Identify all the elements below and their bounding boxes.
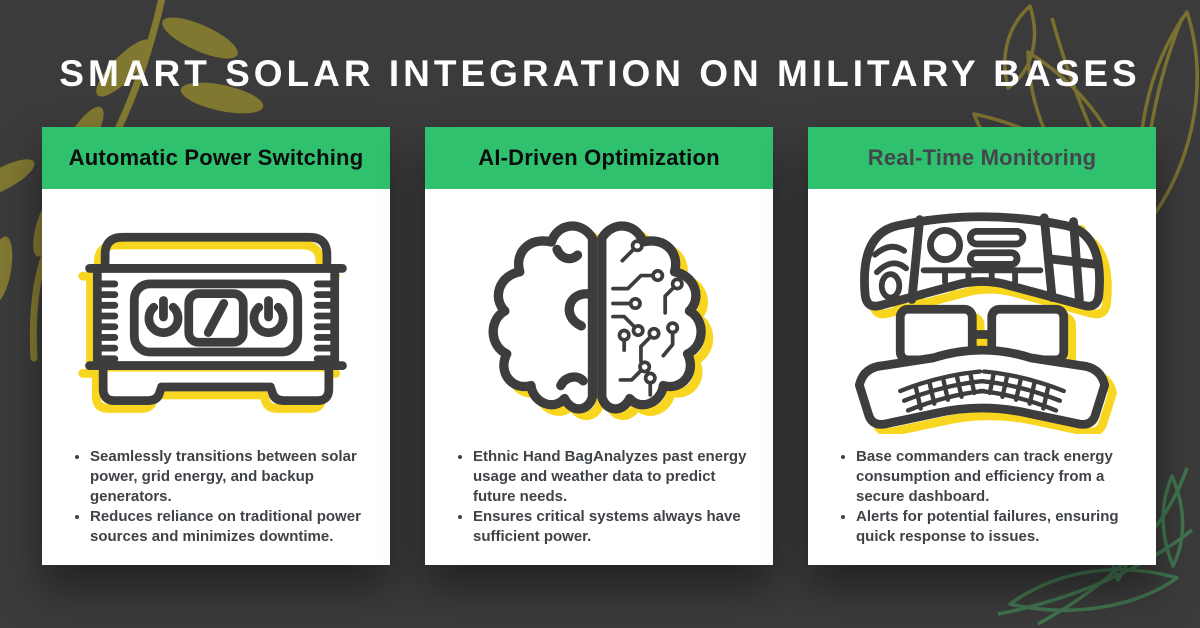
- bullet-item: Alerts for potential failures, ensuring …: [856, 507, 1132, 547]
- card-header: AI-Driven Optimization: [425, 127, 773, 189]
- ai-brain-circuit-icon: [425, 189, 773, 445]
- bullet-list: Ethnic Hand BagAnalyzes past energy usag…: [455, 447, 749, 548]
- monitoring-dashboard-icon: [808, 189, 1156, 445]
- card-automatic-power-switching: Automatic Power Switching: [42, 127, 390, 565]
- bullet-item: Base commanders can track energy consump…: [856, 447, 1132, 506]
- card-title: Real-Time Monitoring: [867, 145, 1097, 170]
- bullet-list: Base commanders can track energy consump…: [838, 447, 1132, 548]
- card-ai-driven-optimization: AI-Driven Optimization: [425, 127, 773, 565]
- bullet-item: Ensures critical systems always have suf…: [473, 507, 749, 547]
- bullet-item: Seamlessly transitions between solar pow…: [90, 447, 366, 506]
- bullet-list: Seamlessly transitions between solar pow…: [72, 447, 366, 548]
- card-real-time-monitoring: Real-Time Monitoring: [808, 127, 1156, 565]
- card-title: AI-Driven Optimization: [478, 145, 720, 170]
- card-title: Automatic Power Switching: [68, 145, 364, 170]
- bullet-item: Ethnic Hand BagAnalyzes past energy usag…: [473, 447, 749, 506]
- page-title: SMART SOLAR INTEGRATION ON MILITARY BASE…: [59, 53, 1141, 94]
- generator-power-switch-icon: [42, 189, 390, 445]
- feature-cards-row: Automatic Power Switching: [42, 127, 1156, 565]
- card-header: Real-Time Monitoring: [808, 127, 1156, 189]
- card-header: Automatic Power Switching: [42, 127, 390, 189]
- bullet-item: Reduces reliance on traditional power so…: [90, 507, 366, 547]
